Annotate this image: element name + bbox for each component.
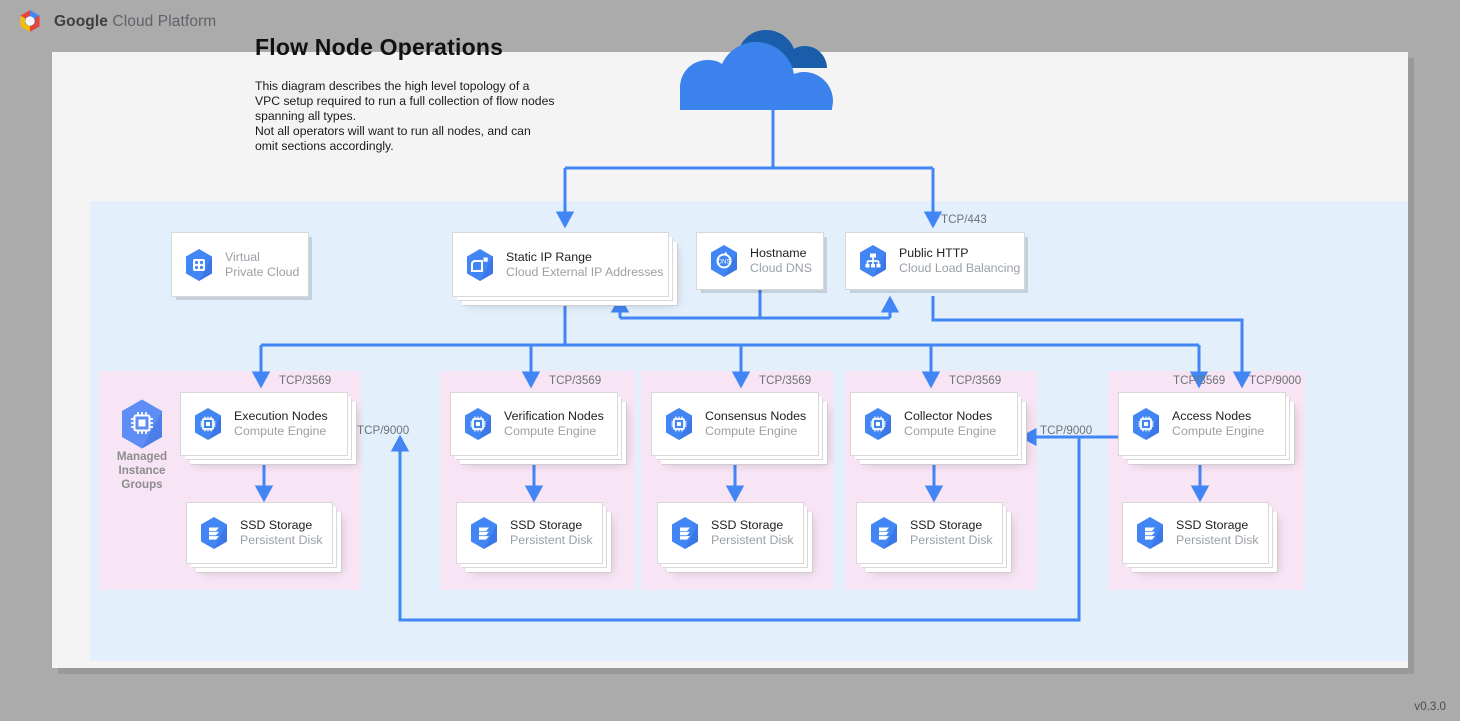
card-subtitle: Compute Engine [1172,424,1265,438]
cloud-icon [680,30,833,110]
card-ssd-storage-access[interactable]: SSD Storage Persistent Disk [1122,502,1269,564]
card-ssd-storage-collector[interactable]: SSD Storage Persistent Disk [856,502,1003,564]
card-title: Static IP Range [506,249,592,264]
persistent-disk-icon [1137,517,1163,549]
persistent-disk-icon [471,517,497,549]
card-title: SSD Storage [711,518,784,532]
card-subtitle: Persistent Disk [1176,533,1259,547]
description-line: This diagram describes the high level to… [255,79,555,123]
card-ssd-storage-verification[interactable]: SSD Storage Persistent Disk [456,502,603,564]
compute-engine-icon [195,408,221,440]
card-title: Collector Nodes [904,409,993,423]
mig-label-line: Groups [121,478,163,491]
card-static-ip-range[interactable]: Static IP Range Cloud External IP Addres… [452,232,669,297]
card-text: SSD Storage Persistent Disk [910,518,993,548]
page-title: Flow Node Operations [255,34,504,60]
port-label-consensus-3569: TCP/3569 [759,374,812,387]
compute-engine-icon [666,408,692,440]
gcp-wordmark: Google Cloud Platform [54,13,216,31]
svg-text:DNS: DNS [718,260,731,266]
cloud-dns-icon: DNS [711,245,737,277]
port-label-execution-9000: TCP/9000 [357,424,410,437]
card-ssd-storage-consensus[interactable]: SSD Storage Persistent Disk [657,502,804,564]
brand-cloud-platform: Cloud Platform [108,13,217,30]
virtual-private-cloud-icon [186,248,212,281]
card-title: Virtual [225,249,260,264]
port-label-collector-3569: TCP/3569 [949,374,1002,387]
card-subtitle: Compute Engine [504,424,597,438]
mig-label-line: Managed [116,450,168,463]
card-subtitle: Compute Engine [234,424,327,438]
compute-engine-icon [865,408,891,440]
card-subtitle: Compute Engine [705,424,798,438]
gcp-header: Google Cloud Platform [0,0,1460,44]
version-label: v0.3.0 [1414,700,1446,713]
card-text: Execution Nodes Compute Engine [234,409,328,439]
card-text: Virtual Private Cloud [225,250,299,280]
card-text: Hostname Cloud DNS [750,246,812,276]
card-text: SSD Storage Persistent Disk [240,518,323,548]
card-subtitle: Persistent Disk [910,533,993,547]
card-public-http[interactable]: Public HTTP Cloud Load Balancing [845,232,1025,290]
card-subtitle: Persistent Disk [240,533,323,547]
card-title: Consensus Nodes [705,409,807,423]
persistent-disk-icon [672,517,698,549]
card-title: SSD Storage [510,518,583,532]
google-cloud-logo-icon [20,10,40,32]
diagram-description: This diagram describes the high level to… [255,79,555,154]
mig-label-line: Instance [118,464,166,477]
card-title: SSD Storage [910,518,983,532]
card-text: Public HTTP Cloud Load Balancing [899,246,1020,276]
port-label-access-3569: TCP/3569 [1173,374,1226,387]
port-label-verification-3569: TCP/3569 [549,374,602,387]
persistent-disk-icon [871,517,897,549]
card-collector-nodes[interactable]: Collector Nodes Compute Engine [850,392,1018,456]
card-title: SSD Storage [240,518,313,532]
card-hostname[interactable]: DNS Hostname Cloud DNS [696,232,824,290]
compute-engine-icon [1133,408,1159,440]
card-text: Verification Nodes Compute Engine [504,409,604,439]
card-title: Execution Nodes [234,409,328,423]
port-label-collector-9000: TCP/9000 [1040,424,1093,437]
card-verification-nodes[interactable]: Verification Nodes Compute Engine [450,392,618,456]
card-title: Hostname [750,246,807,260]
card-subtitle: Cloud Load Balancing [899,261,1021,275]
card-subtitle: Persistent Disk [510,533,593,547]
card-subtitle: Private Cloud [225,264,300,279]
card-title: SSD Storage [1176,518,1249,532]
description-line: Not all operators will want to run all n… [255,124,531,153]
port-label-access-9000: TCP/9000 [1249,374,1302,387]
card-text: Consensus Nodes Compute Engine [705,409,806,439]
card-subtitle: Compute Engine [904,424,997,438]
persistent-disk-icon [201,517,227,549]
port-label-lb-443: TCP/443 [941,213,987,226]
card-title: Verification Nodes [504,409,604,423]
card-consensus-nodes[interactable]: Consensus Nodes Compute Engine [651,392,819,456]
card-text: SSD Storage Persistent Disk [711,518,794,548]
card-text: Access Nodes Compute Engine [1172,409,1264,439]
card-access-nodes[interactable]: Access Nodes Compute Engine [1118,392,1286,456]
card-subtitle: Persistent Disk [711,533,794,547]
card-text: SSD Storage Persistent Disk [1176,518,1259,548]
managed-instance-group-icon [122,399,162,449]
card-title: Public HTTP [899,246,969,260]
port-label-execution-3569: TCP/3569 [279,374,332,387]
card-text: Static IP Range Cloud External IP Addres… [506,250,664,280]
external-ip-icon [467,248,493,281]
card-ssd-storage-execution[interactable]: SSD Storage Persistent Disk [186,502,333,564]
card-title: Access Nodes [1172,409,1252,423]
card-execution-nodes[interactable]: Execution Nodes Compute Engine [180,392,348,456]
card-subtitle: Cloud External IP Addresses [506,264,664,279]
compute-engine-icon [465,408,491,440]
card-virtual-private-cloud[interactable]: Virtual Private Cloud [171,232,309,297]
card-text: Collector Nodes Compute Engine [904,409,996,439]
card-text: SSD Storage Persistent Disk [510,518,593,548]
brand-google: Google [54,13,108,30]
card-subtitle: Cloud DNS [750,261,812,275]
load-balancing-icon [860,245,886,277]
